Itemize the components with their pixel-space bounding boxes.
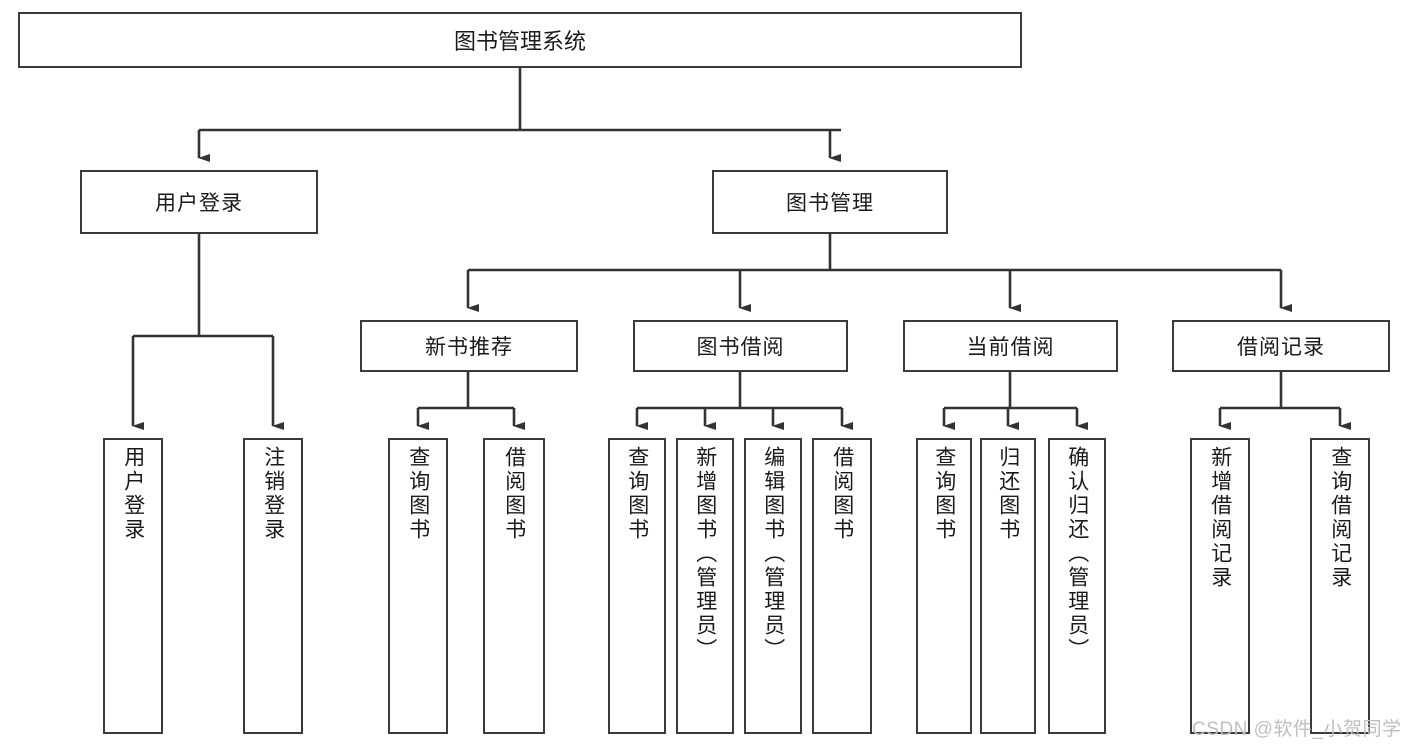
leaf-borrow-add-book-admin-label: 新增图书（管理员） <box>693 446 717 662</box>
leaf-user-logout[interactable]: 注销登录 <box>243 438 303 734</box>
node-root[interactable]: 图书管理系统 <box>18 12 1022 68</box>
leaf-current-confirm-return-admin-label: 确认归还（管理员） <box>1065 446 1089 662</box>
node-current-borrow-label: 当前借阅 <box>966 336 1055 359</box>
node-book-borrow[interactable]: 图书借阅 <box>633 320 848 372</box>
leaf-borrow-edit-book-admin[interactable]: 编辑图书（管理员） <box>744 438 802 734</box>
leaf-record-query-record[interactable]: 查询借阅记录 <box>1310 438 1370 734</box>
leaf-borrow-borrow-book-label: 借阅图书 <box>830 446 854 542</box>
node-new-book-recommend-label: 新书推荐 <box>425 336 513 359</box>
leaf-newbook-borrow-book-label: 借阅图书 <box>502 446 526 542</box>
leaf-current-return-book-label: 归还图书 <box>996 446 1020 542</box>
node-book-management[interactable]: 图书管理 <box>712 170 948 234</box>
leaf-borrow-add-book-admin[interactable]: 新增图书（管理员） <box>676 438 734 734</box>
node-borrow-record[interactable]: 借阅记录 <box>1172 320 1390 372</box>
node-user-login[interactable]: 用户登录 <box>80 170 318 234</box>
leaf-user-login-label: 用户登录 <box>121 446 145 542</box>
leaf-record-query-record-label: 查询借阅记录 <box>1328 446 1352 590</box>
leaf-borrow-borrow-book[interactable]: 借阅图书 <box>812 438 872 734</box>
leaf-user-login[interactable]: 用户登录 <box>103 438 163 734</box>
node-book-management-label: 图书管理 <box>786 192 874 215</box>
node-borrow-record-label: 借阅记录 <box>1237 336 1325 359</box>
watermark: CSDN @软件_小贺同学 <box>1192 719 1402 740</box>
node-user-login-label: 用户登录 <box>155 192 243 215</box>
node-current-borrow[interactable]: 当前借阅 <box>903 320 1118 372</box>
node-book-borrow-label: 图书借阅 <box>696 336 785 359</box>
leaf-newbook-query-book-label: 查询图书 <box>406 446 430 542</box>
leaf-current-return-book[interactable]: 归还图书 <box>980 438 1036 734</box>
leaf-borrow-query-book-label: 查询图书 <box>625 446 649 542</box>
leaf-borrow-edit-book-admin-label: 编辑图书（管理员） <box>761 446 785 662</box>
leaf-newbook-query-book[interactable]: 查询图书 <box>388 438 448 734</box>
leaf-current-confirm-return-admin[interactable]: 确认归还（管理员） <box>1048 438 1106 734</box>
node-new-book-recommend[interactable]: 新书推荐 <box>360 320 578 372</box>
leaf-record-add-record-label: 新增借阅记录 <box>1208 446 1232 590</box>
leaf-current-query-book[interactable]: 查询图书 <box>916 438 972 734</box>
leaf-newbook-borrow-book[interactable]: 借阅图书 <box>483 438 545 734</box>
leaf-user-logout-label: 注销登录 <box>261 446 285 542</box>
leaf-borrow-query-book[interactable]: 查询图书 <box>608 438 666 734</box>
leaf-record-add-record[interactable]: 新增借阅记录 <box>1190 438 1250 734</box>
node-root-label: 图书管理系统 <box>453 29 586 54</box>
leaf-current-query-book-label: 查询图书 <box>932 446 956 542</box>
